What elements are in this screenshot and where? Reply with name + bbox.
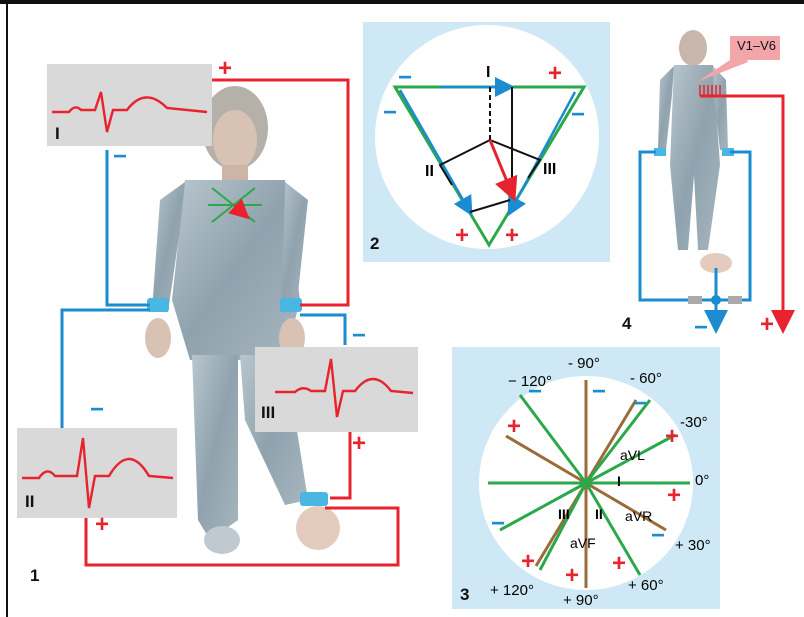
plus-sign: +: [505, 224, 519, 248]
plus-sign: +: [665, 425, 679, 449]
ecg-panel-lead-I: I: [47, 64, 212, 146]
left-ankle-electrode: [300, 492, 328, 506]
panel-number-1: 1: [30, 566, 39, 586]
hex-label-aVL: aVL: [620, 447, 645, 463]
ecg-trace-lead-II: [17, 428, 177, 518]
chest-leads-label: V1–V6: [737, 38, 776, 53]
plus-sign: +: [612, 552, 626, 576]
minus-sign: −: [633, 392, 647, 416]
left-wrist-electrode: [280, 298, 302, 312]
panel-hexaxial: [452, 347, 720, 609]
angle-minus-60: - 60°: [630, 370, 662, 387]
ecg-label-lead-I: I: [55, 124, 60, 144]
triangle-label-I: I: [486, 64, 490, 82]
plus-sign: +: [521, 550, 535, 574]
plus-sign: +: [760, 313, 774, 337]
panel-number-4: 4: [622, 314, 631, 334]
minus-sign: −: [398, 66, 412, 90]
minus-sign: −: [491, 512, 505, 536]
ecg-label-lead-II: II: [25, 492, 34, 512]
plus-sign: +: [455, 224, 469, 248]
plus-sign: +: [507, 415, 521, 439]
hex-label-II: II: [595, 506, 603, 522]
plus-sign: +: [548, 62, 562, 86]
minus-sign: −: [592, 380, 606, 404]
minus-sign: −: [90, 398, 104, 422]
right-wrist-electrode: [147, 298, 169, 312]
angle-plus-90: + 90°: [563, 592, 599, 609]
plus-sign: +: [218, 57, 232, 81]
minus-sign: −: [571, 103, 585, 127]
angle-plus-120: + 120°: [490, 582, 534, 599]
angle-plus-30: + 30°: [675, 537, 711, 554]
angle-minus-90: - 90°: [568, 355, 600, 372]
plus-sign: +: [565, 564, 579, 588]
minus-sign: −: [651, 524, 665, 548]
triangle-label-III: III: [543, 161, 556, 179]
minus-sign: −: [352, 324, 366, 348]
minus-sign: −: [694, 316, 708, 340]
hex-label-aVR: aVR: [625, 508, 652, 524]
triangle-label-II: II: [425, 163, 434, 181]
hex-label-aVF: aVF: [570, 535, 596, 551]
hex-label-III: III: [558, 506, 570, 522]
plus-sign: +: [95, 513, 109, 537]
angle-0: 0°: [695, 472, 709, 489]
panel-number-3: 3: [460, 585, 469, 605]
plus-sign: +: [667, 484, 681, 508]
minus-sign: −: [528, 380, 542, 404]
minus-sign: −: [383, 101, 397, 125]
angle-minus-30: -30°: [680, 414, 708, 431]
ecg-label-lead-III: III: [261, 403, 275, 423]
panel-einthoven: [363, 22, 610, 262]
minus-sign: −: [113, 145, 127, 169]
ecg-panel-lead-III: III: [255, 347, 418, 432]
angle-plus-60: + 60°: [628, 577, 664, 594]
ecg-panel-lead-II: II: [17, 428, 177, 518]
ecg-trace-lead-III: [255, 347, 418, 432]
panel-chest-leads: [640, 30, 783, 328]
ecg-trace-lead-I: [47, 64, 212, 146]
panel-number-2: 2: [370, 234, 379, 254]
plus-sign: +: [352, 432, 366, 456]
hex-label-I: I: [617, 473, 621, 489]
